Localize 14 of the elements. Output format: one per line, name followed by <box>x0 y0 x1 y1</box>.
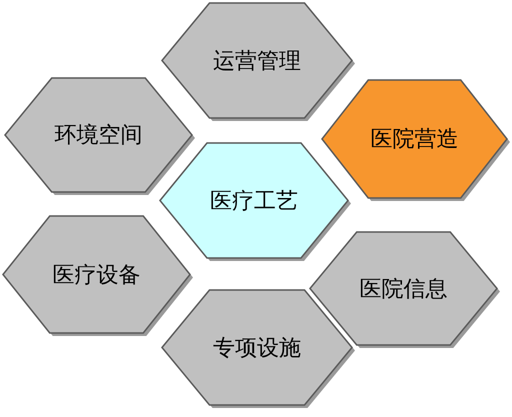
hexagon <box>160 143 348 258</box>
hexagon-label: 专项设施 <box>212 334 302 362</box>
hexagon <box>5 78 192 192</box>
hexagon <box>162 3 352 118</box>
hexagon-label: 医院信息 <box>358 276 448 304</box>
hexagon-label: 医疗工艺 <box>209 188 299 216</box>
hexagon-label: 环境空间 <box>54 122 144 150</box>
hexagon <box>3 216 190 333</box>
hexagon-label: 运营管理 <box>212 48 302 76</box>
hexagon <box>162 290 352 405</box>
hexagon <box>310 232 497 345</box>
hexagon <box>322 80 507 198</box>
hexagon-label: 医院营造 <box>370 126 460 154</box>
hexagon-label: 医疗设备 <box>52 262 142 290</box>
